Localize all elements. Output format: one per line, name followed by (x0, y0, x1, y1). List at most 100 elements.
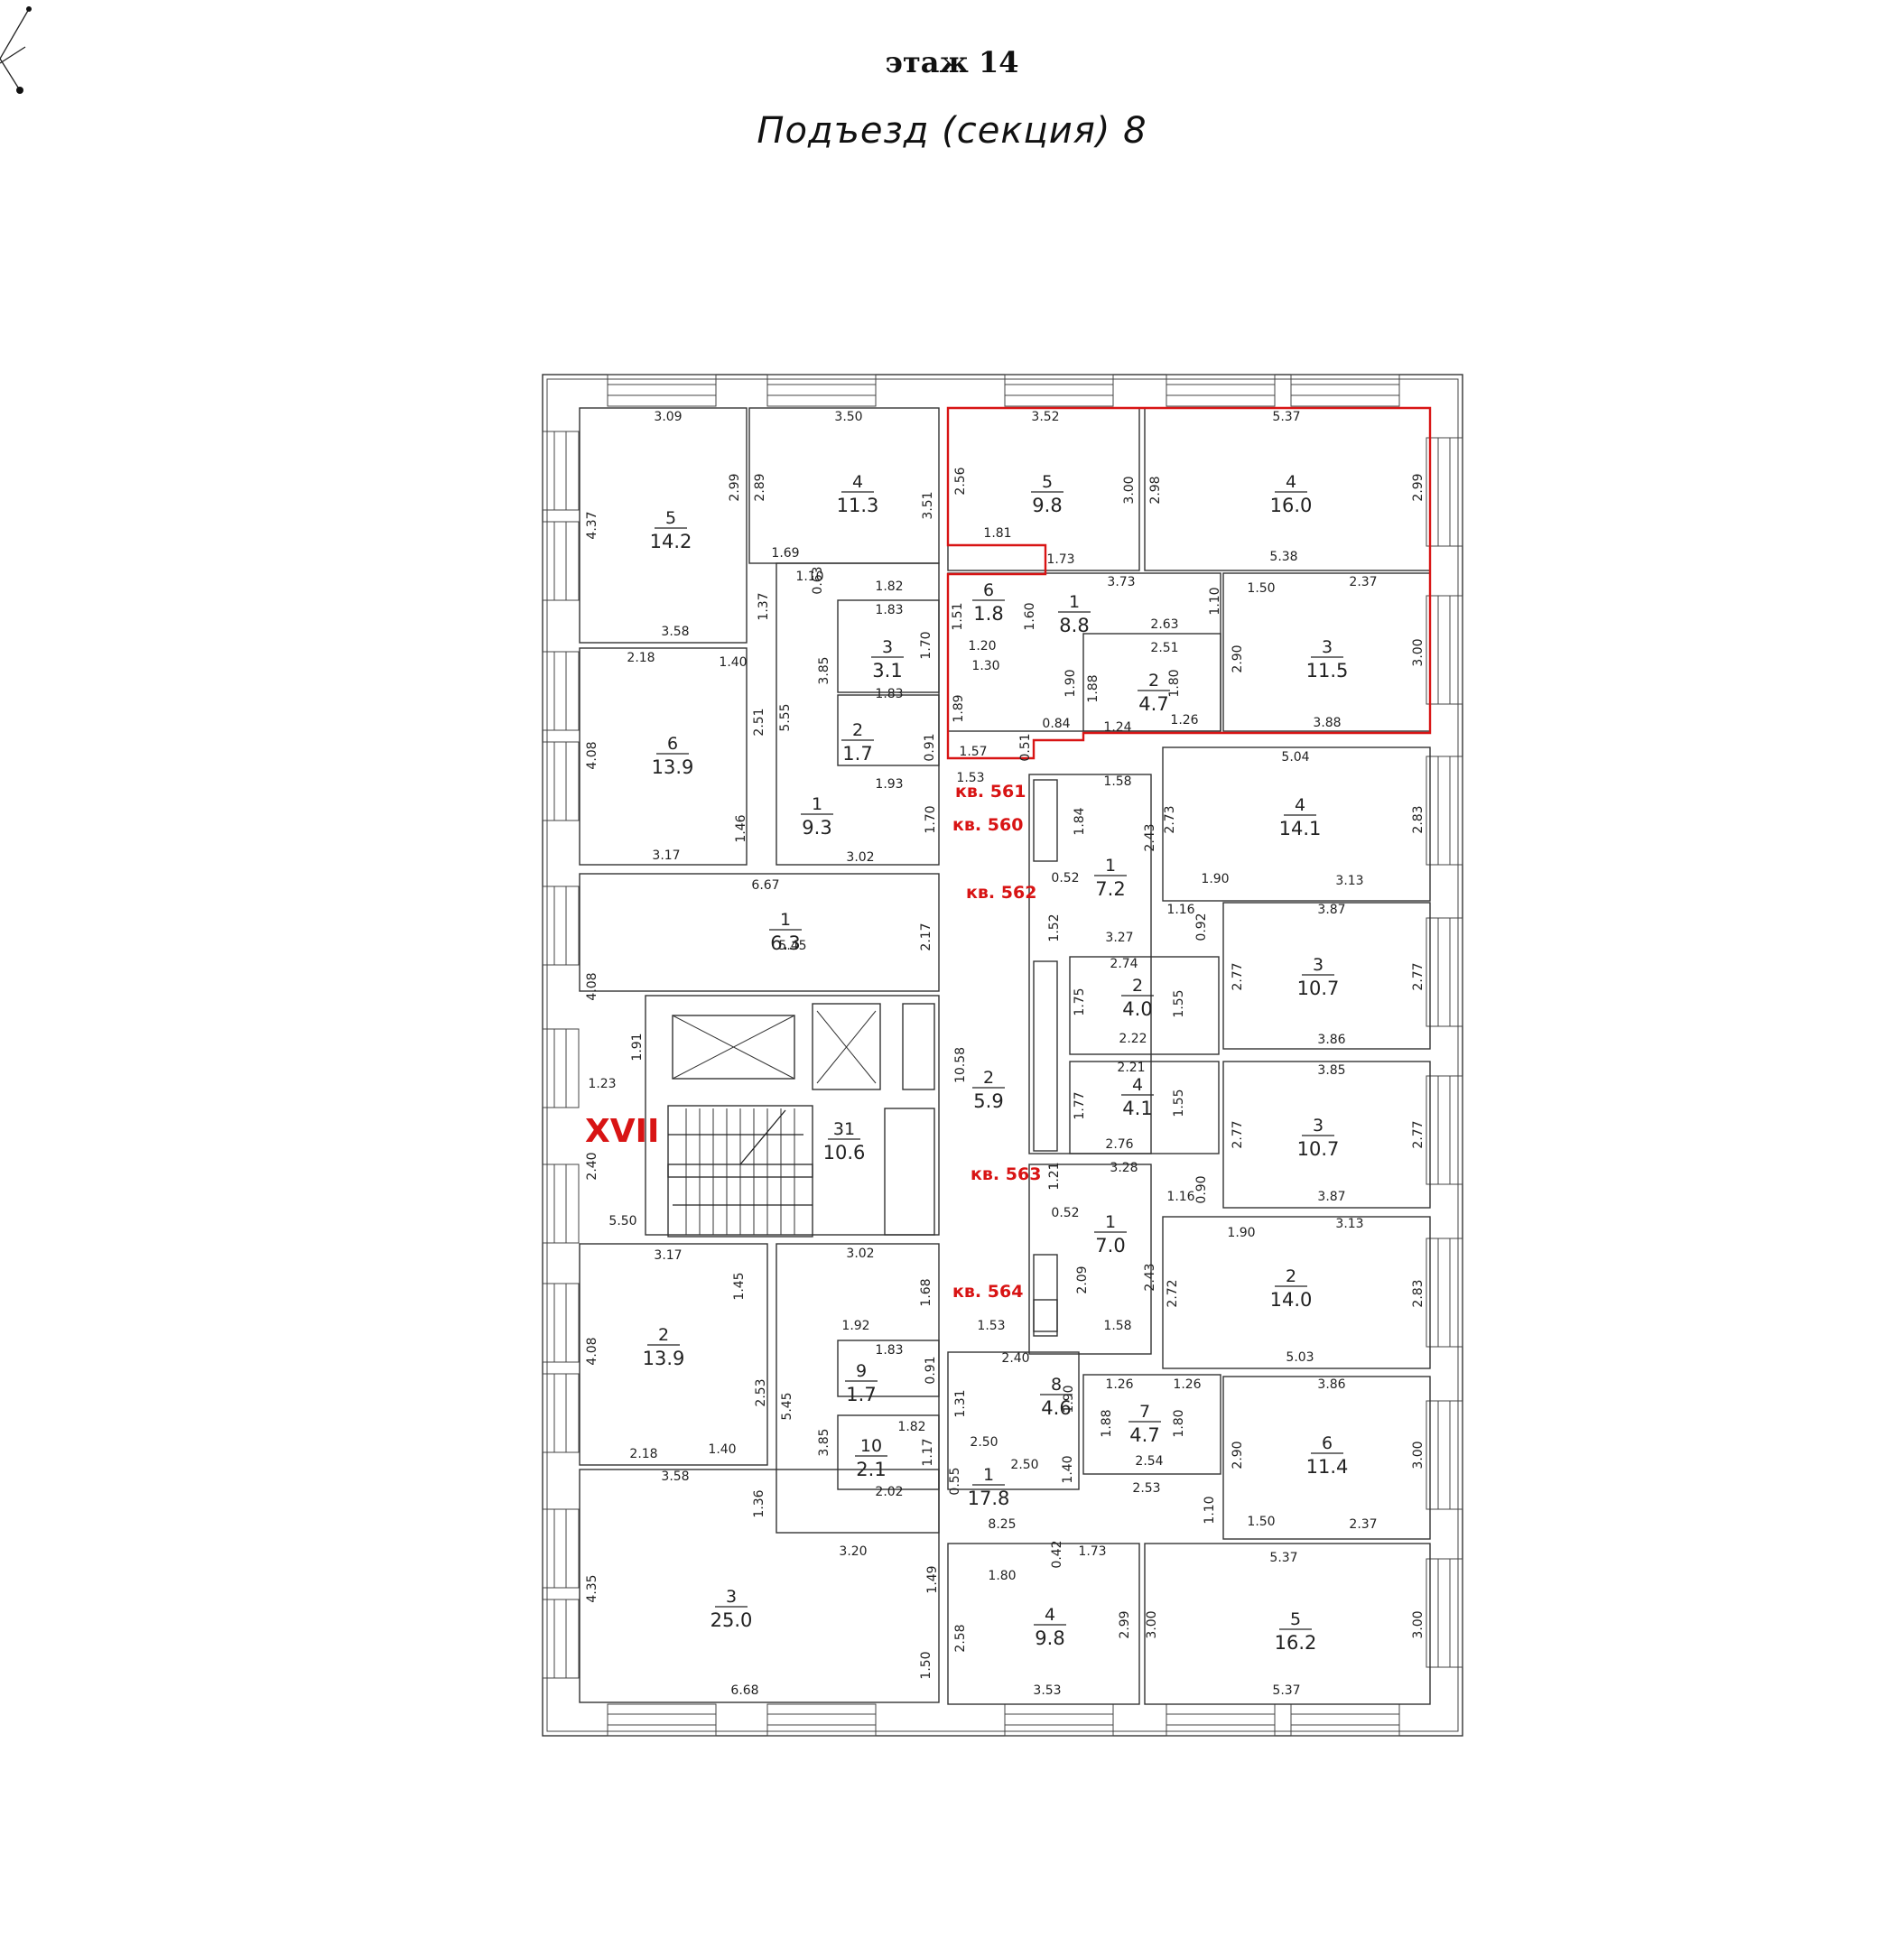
dimension-label: 6.67 (751, 878, 779, 893)
room-17: 310.7 (1297, 955, 1340, 999)
dimension-label: 1.50 (1247, 1515, 1275, 1529)
dimension-label: 2.63 (1150, 617, 1178, 632)
room-14: 17.2 (1094, 856, 1127, 900)
room-30: 117.8 (968, 1465, 1010, 1509)
room-area: 14.0 (1270, 1289, 1313, 1311)
dimension-label: 1.40 (719, 655, 747, 670)
dimension-label: 1.10 (1208, 587, 1222, 615)
dimension-label: 2.99 (1118, 1610, 1132, 1638)
windows (542, 374, 1463, 1737)
room-number: 5 (1290, 1609, 1301, 1629)
room-area: 5.9 (973, 1090, 1003, 1112)
dimension-label: 0.91 (923, 733, 937, 761)
dimension-label: 1.92 (841, 1319, 869, 1333)
dimension-label: 1.73 (1046, 552, 1074, 567)
room-27: 74.7 (1128, 1402, 1161, 1446)
room-area: 14.2 (650, 531, 692, 552)
room-area: 4.1 (1122, 1098, 1152, 1119)
dimension-label: 3.02 (846, 850, 874, 865)
dimension-label: 0.90 (1194, 1175, 1209, 1203)
dimension-label: 3.09 (654, 410, 682, 424)
room-23: 214.0 (1270, 1266, 1313, 1311)
dimension-label: 1.26 (1105, 1377, 1133, 1392)
room-number: 3 (1313, 1116, 1324, 1136)
dimension-label: 2.18 (629, 1447, 657, 1461)
room-area: 1.7 (846, 1384, 876, 1405)
room-area: 11.4 (1306, 1456, 1349, 1478)
dimension-label: 1.77 (1073, 1091, 1087, 1119)
dimension-label: 2.40 (585, 1152, 599, 1180)
dimension-label: 1.90 (1062, 1385, 1076, 1413)
room-31: 325.0 (711, 1587, 753, 1631)
dimension-label: 3.20 (839, 1544, 867, 1559)
room-33: 516.2 (1275, 1609, 1317, 1654)
room-32: 49.8 (1034, 1605, 1066, 1649)
dimension-label: 1.57 (959, 745, 987, 759)
room-number: 1 (1105, 856, 1116, 876)
room-area: 10.7 (1297, 978, 1340, 999)
room-number: 9 (856, 1361, 867, 1381)
room-20: 310.7 (1297, 1116, 1340, 1160)
room-area: 4.7 (1138, 693, 1168, 715)
dimension-label: 1.90 (1201, 872, 1229, 886)
dimension-label: 2.37 (1349, 575, 1377, 589)
dimension-label: 2.50 (970, 1435, 998, 1450)
dimension-label: 1.70 (924, 805, 938, 833)
dimension-label: 1.84 (1073, 807, 1087, 835)
dimension-label: 2.76 (1105, 1137, 1133, 1152)
dimension-label: 5.38 (1269, 550, 1297, 564)
room-number: 3 (726, 1587, 737, 1607)
room-area: 9.8 (1035, 1627, 1064, 1649)
dimension-label: 3.00 (1122, 476, 1137, 504)
dimension-label: 2.77 (1231, 962, 1245, 990)
dimension-label: 1.83 (875, 687, 903, 701)
apartment-label-561: кв. 561 (955, 782, 1026, 802)
dimension-label: 1.10 (1203, 1496, 1217, 1524)
room-area: 13.9 (643, 1348, 685, 1369)
room-22: 17.0 (1094, 1212, 1127, 1256)
dimension-label: 1.58 (1103, 1319, 1131, 1333)
dimension-label: 2.21 (1117, 1061, 1145, 1075)
dimension-label: 2.18 (627, 651, 655, 665)
room-number: 2 (1132, 976, 1143, 996)
dimension-label: 1.40 (708, 1442, 736, 1457)
dimension-label: 5.45 (778, 939, 806, 953)
dimension-label: 6.68 (730, 1683, 758, 1698)
room-area: 9.8 (1032, 495, 1062, 516)
room-5: 33.1 (871, 637, 904, 681)
dimension-label: 2.90 (1231, 644, 1245, 672)
elevator-stair-core (645, 995, 940, 1238)
room-number: 4 (1045, 1605, 1055, 1625)
dimension-label: 2.17 (919, 923, 933, 950)
dimension-label: 2.98 (1148, 476, 1163, 504)
dimension-label: 3.00 (1145, 1610, 1159, 1638)
dimension-label: 5.04 (1281, 750, 1309, 765)
dimension-label: 1.70 (919, 631, 933, 659)
room-area: 6.3 (770, 932, 800, 954)
dimension-label: 1.10 (795, 570, 823, 584)
room-7: 18.8 (1058, 592, 1091, 636)
room-area: 7.0 (1095, 1235, 1125, 1256)
dimension-label: 3.50 (834, 410, 862, 424)
dimension-label: 2.77 (1411, 1120, 1426, 1148)
dimension-label: 1.60 (1023, 602, 1037, 630)
dimension-label: 2.77 (1411, 962, 1426, 990)
compass-icon (0, 6, 32, 94)
dimension-label: 1.82 (875, 579, 903, 594)
room-9: 311.5 (1306, 637, 1349, 681)
dimension-label: 5.37 (1272, 410, 1300, 424)
dimension-label: 3.13 (1335, 1217, 1363, 1231)
dimension-label: 2.53 (754, 1378, 768, 1406)
dimension-label: 1.88 (1086, 674, 1101, 702)
dimension-label: 1.17 (921, 1438, 935, 1466)
dimension-label: 2.43 (1143, 823, 1157, 851)
dimension-label: 1.52 (1047, 913, 1062, 941)
dimension-label: 1.68 (919, 1278, 933, 1306)
dimension-label: 5.37 (1272, 1683, 1300, 1698)
room-area: 4.6 (1041, 1397, 1071, 1419)
room-area: 9.3 (802, 817, 831, 839)
dimension-label: 0.55 (948, 1467, 962, 1495)
room-area: 4.0 (1122, 998, 1152, 1020)
